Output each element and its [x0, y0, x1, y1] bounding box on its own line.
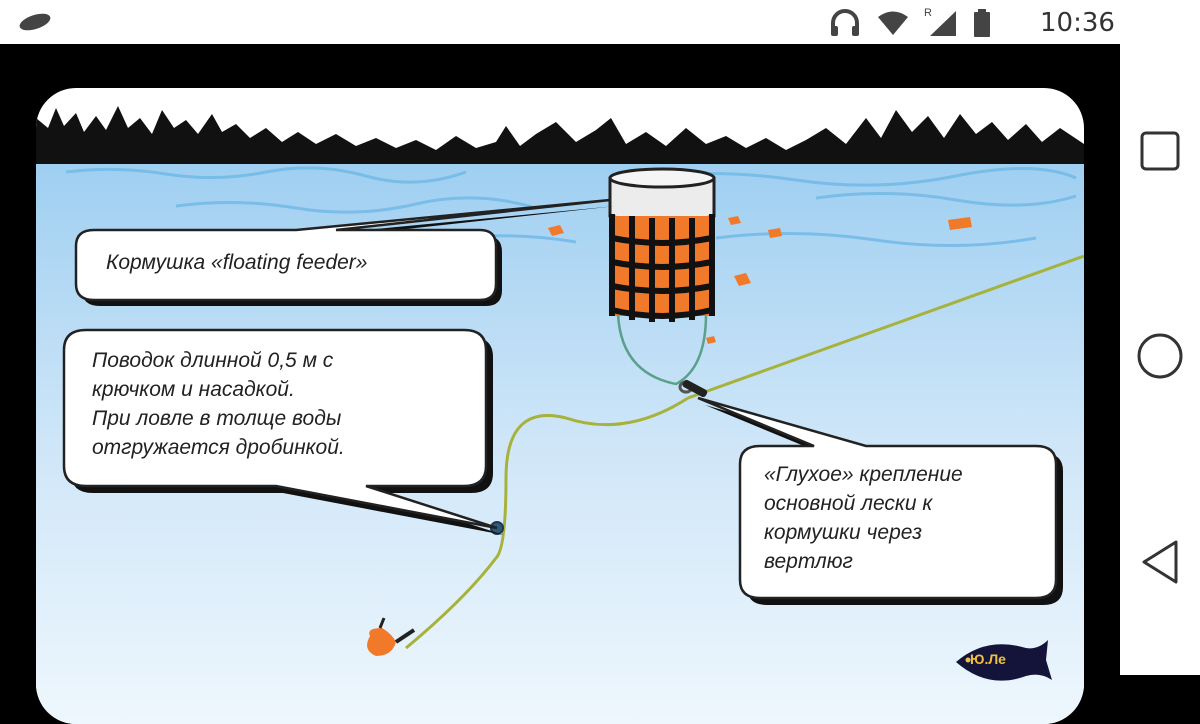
circle-icon	[1137, 333, 1183, 379]
mount-line-4: вертлюг	[764, 550, 853, 573]
fishing-diagram-image: Кормушка «floating feeder» Поводок длинн…	[36, 88, 1084, 724]
fish-signature-logo	[956, 640, 1052, 681]
navigation-bar	[1120, 0, 1200, 675]
feeder-label: Кормушка «floating feeder»	[106, 251, 368, 274]
cell-signal-icon: R	[924, 7, 958, 37]
roaming-indicator: R	[924, 7, 932, 19]
back-button[interactable]	[1136, 538, 1184, 586]
leader-line	[405, 396, 689, 650]
mount-description: «Глухое» крепление основной лески к корм…	[764, 460, 963, 576]
surface-ripples	[65, 166, 1077, 248]
signature-text: Ю.Ле	[970, 651, 1006, 667]
mount-line-3: кормушки через	[764, 521, 922, 544]
square-icon	[1140, 131, 1180, 171]
leader-line-1: Поводок длинной 0,5 м с	[92, 349, 334, 372]
mount-line-1: «Глухое» крепление	[764, 463, 963, 486]
wifi-icon	[878, 11, 908, 35]
leader-line-2: крючком и насадкой.	[92, 378, 295, 401]
recent-apps-button[interactable]	[1136, 127, 1184, 175]
battery-icon	[974, 9, 990, 37]
headphones-icon	[831, 9, 859, 36]
status-bar: R 10:36	[0, 0, 1120, 44]
clock: 10:36	[1040, 8, 1115, 38]
shore-vegetation	[36, 106, 1084, 164]
swivel	[678, 379, 708, 398]
status-icons: R	[828, 7, 992, 37]
image-viewer[interactable]: Кормушка «floating feeder» Поводок длинн…	[0, 44, 1120, 724]
bait-particles	[548, 216, 972, 344]
leader-line-4: отгружается дробинкой.	[92, 436, 345, 459]
back-triangle-icon	[1142, 540, 1178, 584]
underwater-scene	[36, 106, 1084, 724]
callout-feeder	[74, 198, 616, 306]
leader-line-3: При ловле в толще воды	[92, 407, 342, 430]
feeder-attachment-line	[616, 313, 708, 386]
main-fishing-line	[687, 254, 1084, 400]
mount-line-2: основной лески к	[764, 492, 933, 515]
app-notification-icon	[19, 13, 51, 31]
callout-leader	[62, 328, 504, 535]
leader-description: Поводок длинной 0,5 м с крючком и насадк…	[92, 346, 345, 462]
floating-feeder	[608, 167, 716, 322]
hook-with-bait	[367, 617, 416, 656]
callout-mount	[697, 396, 1063, 605]
home-button[interactable]	[1136, 332, 1184, 380]
